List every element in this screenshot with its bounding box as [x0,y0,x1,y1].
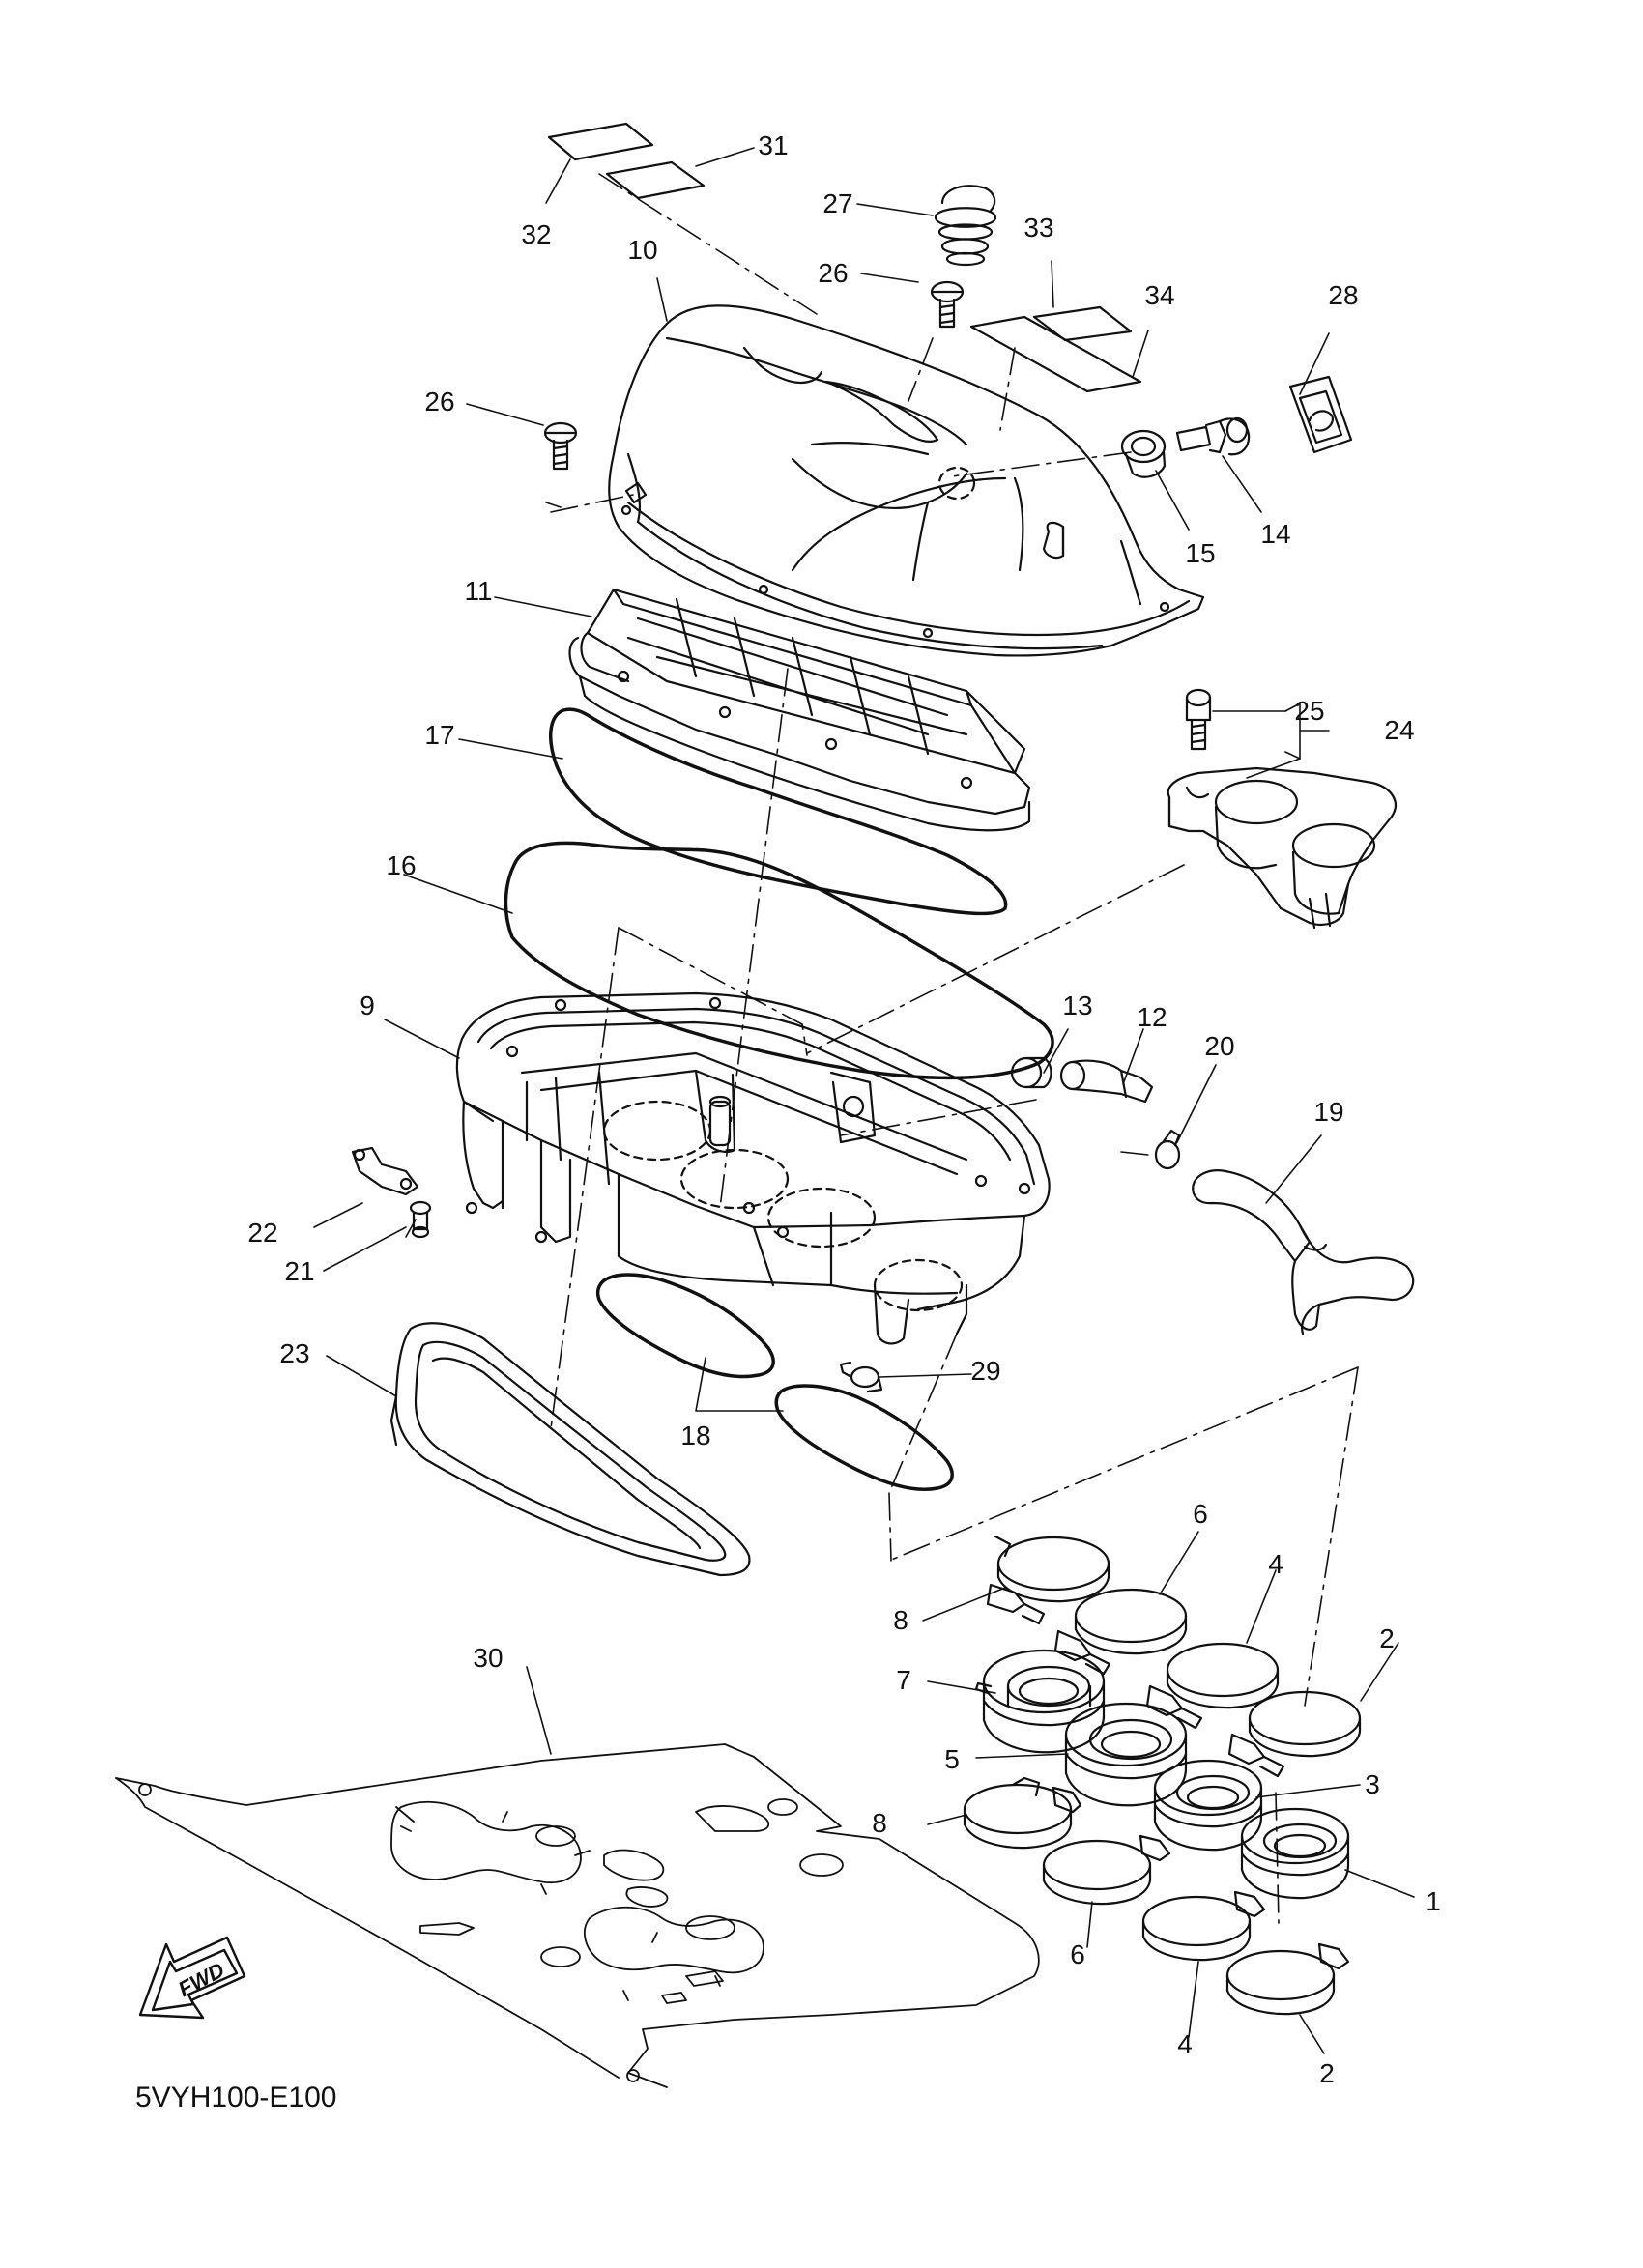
callout-13: 13 [1062,990,1092,1020]
clamp-2-lower [1225,1942,1350,2016]
callout-19: 19 [1313,1097,1343,1127]
grommet-15 [1120,429,1167,478]
bolt-21 [409,1200,432,1239]
clamp-8-lower [963,1776,1082,1850]
callout-6: 6 [1193,1499,1208,1529]
clamp-8-upper [986,1535,1110,1625]
joint-3 [1153,1759,1263,1852]
air-filter-element [568,588,1031,832]
clamp-20 [1154,1129,1181,1170]
air-filter-case-lower [455,991,1051,1345]
pipe-12 [1059,1059,1154,1104]
callout-9: 9 [360,990,375,1020]
callout-8: 8 [872,1808,887,1838]
callout-4: 4 [1268,1549,1283,1579]
callout-21: 21 [284,1256,314,1286]
callout-26: 26 [424,387,454,416]
callout-22: 22 [247,1218,277,1248]
bracket-22 [351,1146,419,1196]
callout-15: 15 [1185,538,1215,568]
joint-24 [1167,766,1397,930]
case-outlet-23 [389,1322,751,1577]
decal-34 [969,315,1142,393]
clamp-4-lower [1141,1890,1266,1962]
bolt-25 [1185,688,1212,751]
grommet-27 [934,185,997,267]
callout-1: 1 [1426,1886,1441,1916]
sheet-30 [115,1743,1040,2088]
clamp-6-upper [1053,1588,1188,1676]
diagram-code: 5VYH100-E100 [135,2081,336,2113]
callout-27: 27 [822,188,852,218]
callout-3: 3 [1365,1769,1380,1799]
callout-11: 11 [464,576,492,606]
decal-31 [605,160,706,200]
breather-fitting-14 [1175,416,1251,456]
hose-19 [1192,1169,1415,1335]
callout-2: 2 [1319,2058,1335,2088]
joint-7 [974,1649,1106,1754]
callout-8: 8 [893,1605,908,1635]
callouts: 1 2 2 3 4 4 5 6 6 7 8 8 9 10 11 12 13 14… [247,130,1440,2088]
callout-32: 32 [521,219,551,249]
callout-18: 18 [680,1421,710,1450]
callout-33: 33 [1023,213,1053,243]
callout-12: 12 [1137,1002,1167,1032]
joint-1 [1240,1807,1350,1900]
reference-lines [550,173,1359,1924]
clamp-2-upper [1227,1690,1362,1778]
callout-25: 25 [1294,696,1324,726]
decal-32 [547,122,654,161]
callout-7: 7 [896,1665,911,1695]
screw-26-left [543,421,578,471]
callout-20: 20 [1204,1031,1234,1061]
decal-33 [1032,305,1133,342]
callout-24: 24 [1384,715,1414,745]
callout-31: 31 [758,130,788,160]
callout-5: 5 [944,1744,960,1774]
callout-10: 10 [627,235,657,265]
callout-34: 34 [1144,280,1174,310]
joint-5 [1064,1702,1188,1807]
clamp-6-lower [1042,1834,1171,1906]
callout-4: 4 [1177,2029,1193,2059]
screw-26-right [930,280,965,329]
callout-17: 17 [424,720,454,750]
callout-30: 30 [473,1643,503,1673]
callout-16: 16 [386,850,416,880]
callout-28: 28 [1328,280,1358,310]
seal-18 [595,1273,954,1492]
callout-14: 14 [1260,519,1290,549]
clamp-4-upper [1145,1642,1280,1730]
seal-17 [548,707,1008,916]
callout-23: 23 [279,1338,309,1368]
fwd-arrow-icon [138,1936,246,2020]
callout-6: 6 [1070,1939,1085,1969]
leader-lines [313,147,1415,2054]
clamp-29 [839,1361,883,1393]
air-filter-case-cover [608,304,1205,657]
callout-29: 29 [970,1356,1000,1386]
callout-2: 2 [1379,1623,1395,1653]
grommet-13 [1010,1056,1052,1089]
callout-26: 26 [818,258,848,288]
gasket-16 [504,841,1054,1080]
clip-nut-28 [1288,375,1353,454]
